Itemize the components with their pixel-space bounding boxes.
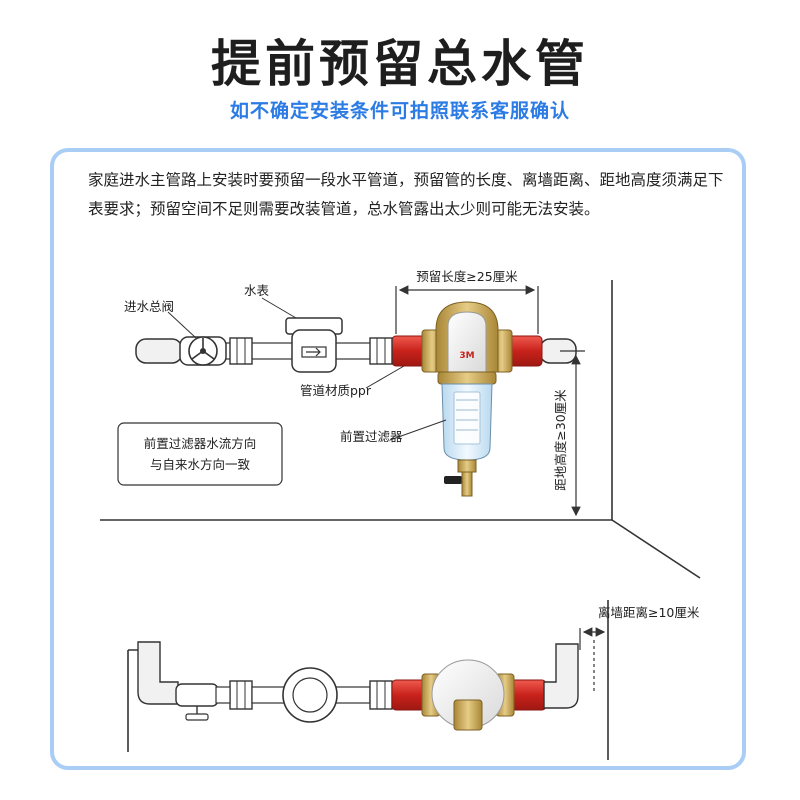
wall-distance-dimension: [579, 627, 606, 694]
inlet-valve-icon: [179, 336, 227, 366]
flow-note-line2: 与自来水方向一致: [150, 457, 251, 472]
inlet-valve-label: 进水总阀: [124, 299, 174, 314]
wall-distance-label: 离墙距离≥10厘米: [598, 605, 700, 620]
leader-lines: [167, 297, 447, 441]
reserve-length-dimension: [395, 285, 539, 334]
wall-floor-lines: [100, 280, 701, 579]
prefilter-label: 前置过滤器: [340, 429, 403, 444]
page-subtitle: 如不确定安装条件可拍照联系客服确认: [229, 100, 570, 122]
height-label: 距地高度≥30厘米: [553, 389, 568, 491]
reserve-length-label: 预留长度≥25厘米: [416, 269, 518, 284]
prefilter-icon: 3M: [421, 301, 513, 497]
pipe-material-label: 管道材质ppr: [300, 383, 372, 398]
flow-note-line1: 前置过滤器水流方向: [144, 436, 257, 451]
page-title: 提前预留总水管: [211, 35, 589, 93]
height-dimension: [560, 350, 585, 517]
flow-note-box: [117, 422, 283, 486]
brand-mark: 3M: [459, 351, 474, 361]
water-meter-icon: [285, 317, 343, 373]
water-meter-label: 水表: [244, 283, 270, 298]
lower-pipeline: [137, 641, 579, 731]
description-text: 家庭进水主管路上安装时要预留一段水平管道，预留管的长度、离墙距离、距地高度须满足…: [88, 171, 724, 218]
upper-pipeline: [135, 335, 577, 367]
